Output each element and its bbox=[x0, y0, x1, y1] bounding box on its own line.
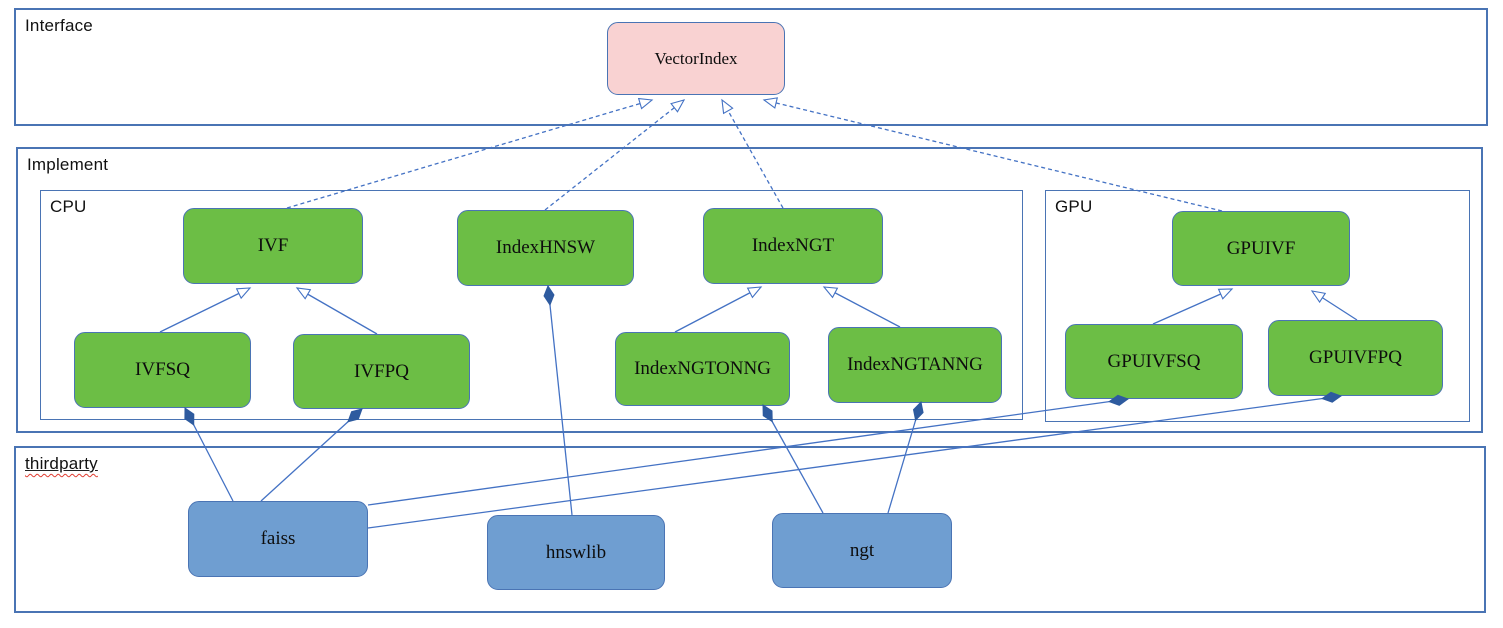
container-interface-label: Interface bbox=[25, 16, 93, 35]
node-ngt-label: ngt bbox=[849, 539, 875, 561]
node-vectorindex-label: VectorIndex bbox=[654, 48, 738, 68]
node-ivf-label: IVF bbox=[257, 235, 289, 256]
node-hnswlib[interactable]: hnswlib bbox=[487, 515, 665, 590]
node-hnswlib-label: hnswlib bbox=[545, 541, 607, 563]
node-ivfpq[interactable]: IVFPQ bbox=[293, 334, 470, 409]
node-indexngtanng[interactable]: IndexNGTANNG bbox=[828, 327, 1002, 403]
node-vectorindex[interactable]: VectorIndex bbox=[607, 22, 785, 95]
node-ivf[interactable]: IVF bbox=[183, 208, 363, 284]
node-indexhnsw[interactable]: IndexHNSW bbox=[457, 210, 634, 286]
node-indexngt[interactable]: IndexNGT bbox=[703, 208, 883, 284]
container-cpu-label: CPU bbox=[50, 197, 87, 216]
container-thirdparty-label: thirdparty bbox=[25, 454, 98, 474]
node-gpuivfpq[interactable]: GPUIVFPQ bbox=[1268, 320, 1443, 396]
node-gpuivfsq[interactable]: GPUIVFSQ bbox=[1065, 324, 1243, 399]
container-implement-label: Implement bbox=[27, 155, 109, 174]
node-indexhnsw-label: IndexHNSW bbox=[495, 237, 596, 258]
node-indexngt-label: IndexNGT bbox=[751, 235, 835, 256]
node-gpuivfpq-label: GPUIVFPQ bbox=[1309, 347, 1402, 368]
container-gpu-label: GPU bbox=[1055, 197, 1093, 216]
node-gpuivf-label: GPUIVF bbox=[1226, 237, 1296, 259]
node-ivfsq-label: IVFSQ bbox=[135, 359, 190, 380]
node-ivfsq[interactable]: IVFSQ bbox=[74, 332, 251, 408]
node-faiss-label: faiss bbox=[260, 528, 296, 549]
container-thirdparty-label-text: thirdparty bbox=[25, 454, 98, 473]
node-ivfpq-label: IVFPQ bbox=[354, 360, 409, 382]
node-indexngtonng-label: IndexNGTONNG bbox=[634, 358, 771, 379]
node-faiss[interactable]: faiss bbox=[188, 501, 368, 577]
node-indexngtanng-label: IndexNGTANNG bbox=[847, 354, 983, 375]
node-indexngtonng[interactable]: IndexNGTONNG bbox=[615, 332, 790, 406]
node-gpuivfsq-label: GPUIVFSQ bbox=[1107, 350, 1201, 372]
node-gpuivf[interactable]: GPUIVF bbox=[1172, 211, 1350, 286]
node-ngt[interactable]: ngt bbox=[772, 513, 952, 588]
